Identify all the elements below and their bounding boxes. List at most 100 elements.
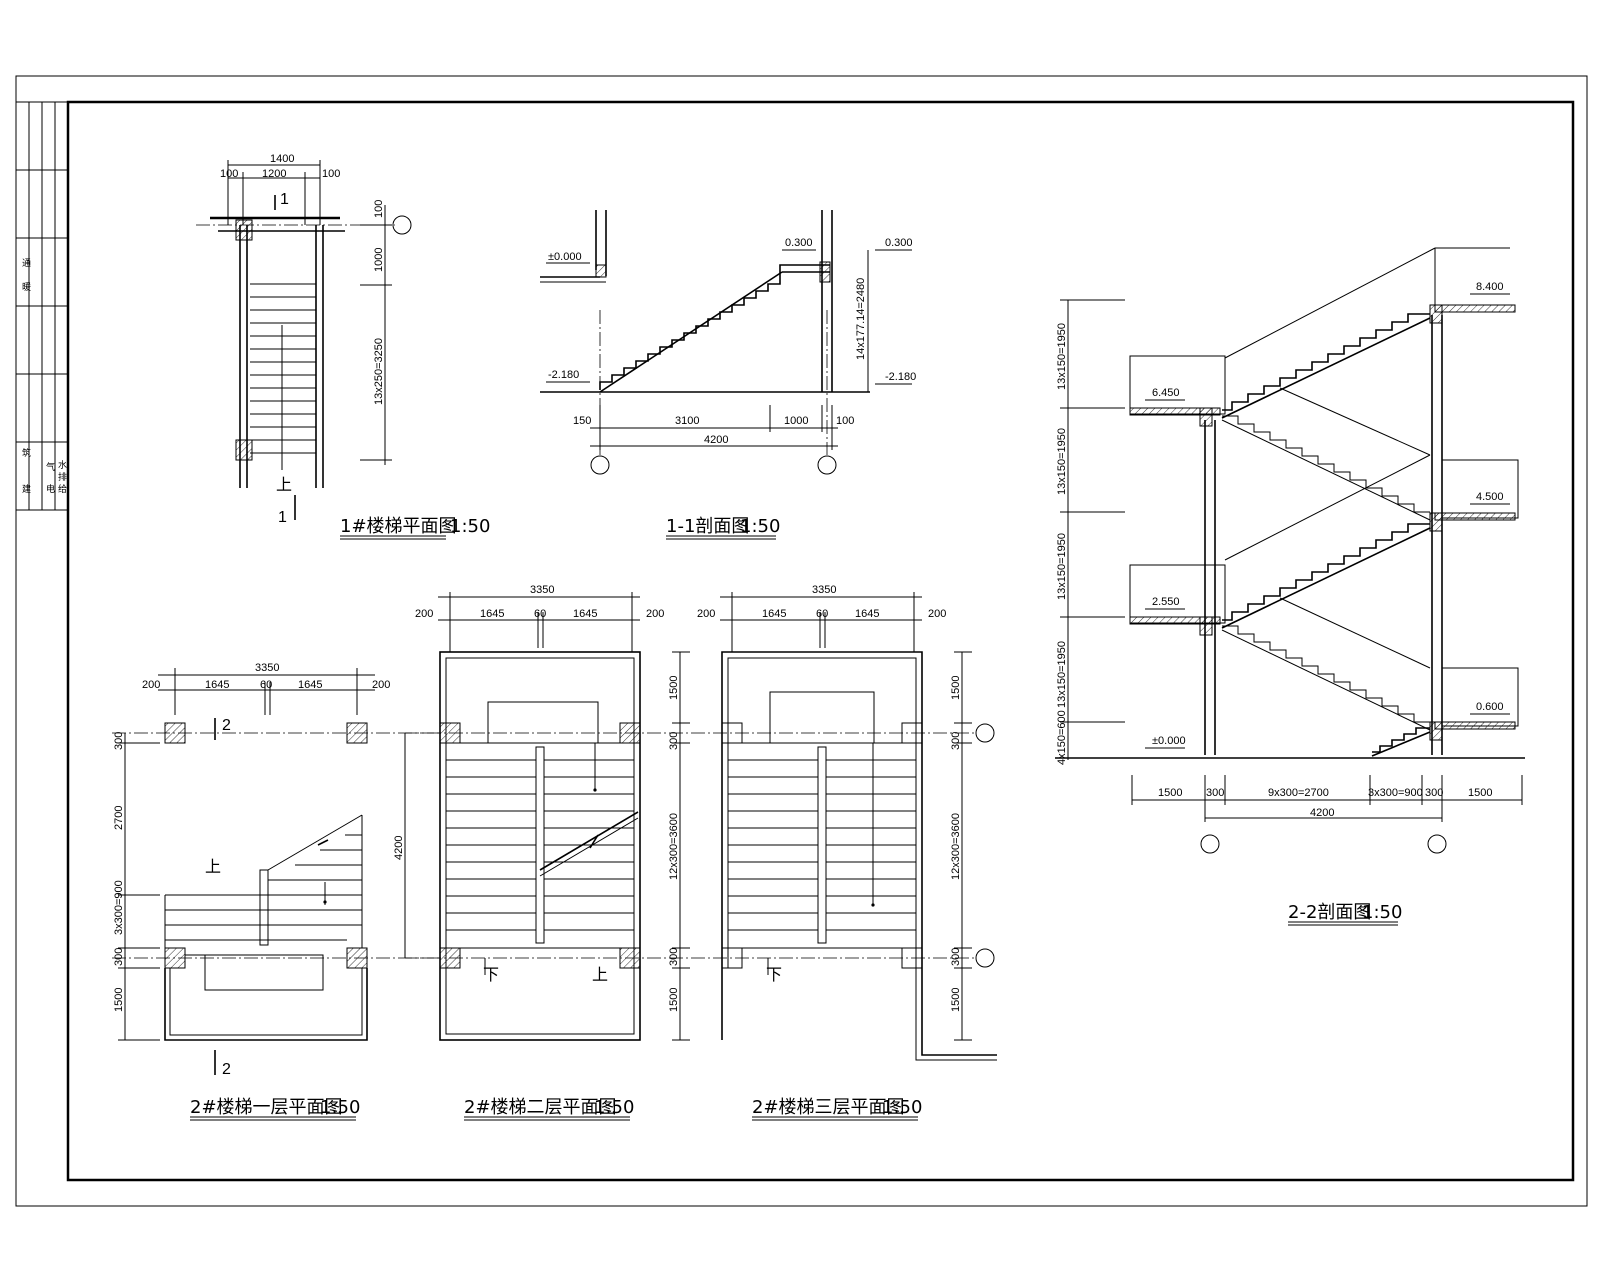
p21-title: 2#楼梯一层平面图 (190, 1097, 343, 1118)
p23-right-dim-1: 1500 (950, 676, 962, 700)
s22-level-5: 0.600 (1476, 701, 1504, 713)
s22-level-1: 8.400 (1476, 281, 1504, 293)
plan1-section-mark-bottom: 1 (278, 509, 287, 526)
titleblock-label-6: 气 (46, 461, 55, 472)
p23-right-dim-3: 12x300=3600 (950, 813, 962, 880)
p22-down-label: 下 (483, 967, 499, 984)
titleblock-label-2: 通 (22, 258, 31, 268)
p21-top-dim-4: 1645 (298, 679, 322, 691)
s22-bdim-1: 1500 (1158, 787, 1182, 799)
p22-right-dim-2: 300 (668, 732, 680, 750)
s11-vertical-dim: 14x177.14=2480 (855, 278, 867, 360)
stair-2-floor-2-plan: 3350 200 1645 60 1645 200 (405, 584, 975, 1121)
p22-scale: 1:50 (594, 1097, 634, 1118)
titleblock-label-1: 暖 (22, 281, 31, 292)
sheet-border (15, 75, 1588, 1207)
s11-dim-b: 3100 (675, 415, 699, 427)
p23-right-dim-2: 300 (950, 732, 962, 750)
p21-top-dim-5: 200 (372, 679, 390, 691)
s22-vdim-3: 13x150=1950 (1056, 533, 1068, 600)
p22-top-dim-1: 200 (415, 608, 433, 620)
s11-level-mid-top: 0.300 (785, 237, 813, 249)
s11-dim-d: 100 (836, 415, 854, 427)
s22-vdim-2: 13x150=1950 (1056, 428, 1068, 495)
p22-right-dim-1: 1500 (668, 676, 680, 700)
s11-level-right-top: 0.300 (885, 237, 913, 249)
s22-bdim-total: 4200 (1310, 807, 1334, 819)
p21-section-mark-top: 2 (222, 717, 231, 734)
plan1-dim-top: 100 (373, 200, 385, 218)
p23-scale: 1:50 (882, 1097, 922, 1118)
s22-level-6: ±0.000 (1152, 735, 1186, 747)
titleblock-label-9: 水 (58, 459, 67, 470)
plan1-dim-left: 100 (220, 168, 238, 180)
p21-left-dim-5: 1500 (113, 988, 125, 1012)
titleblock-label-7: 给 (58, 483, 67, 494)
s22-vdim-1: 13x150=1950 (1056, 323, 1068, 390)
s22-scale: 1:50 (1362, 902, 1402, 923)
p22-top-total: 3350 (530, 584, 554, 596)
s22-level-3: 4.500 (1476, 491, 1504, 503)
s11-level-right-bottom: -2.180 (885, 371, 916, 383)
s11-title: 1-1剖面图 (666, 516, 749, 537)
p21-right-dim: 4200 (393, 836, 405, 860)
plan1-treads (250, 283, 316, 454)
plan1-dim-mid: 1200 (262, 168, 286, 180)
plan1-dim-right: 100 (322, 168, 340, 180)
p21-left-dim-2: 2700 (113, 806, 125, 830)
p21-top-dim-2: 1645 (205, 679, 229, 691)
s22-bdim-5: 300 (1425, 787, 1443, 799)
titleblock-label-3: 建 (22, 483, 31, 494)
plan1-dim-run: 13x250=3250 (373, 338, 385, 405)
p23-right-dim-4: 300 (950, 948, 962, 966)
p22-right-dim-3: 12x300=3600 (668, 813, 680, 880)
s22-title: 2-2剖面图 (1288, 902, 1371, 923)
p23-title: 2#楼梯三层平面图 (752, 1097, 905, 1118)
plan1-up-label: 上 (276, 476, 292, 494)
p23-top-dim-4: 1645 (855, 608, 879, 620)
p21-top-total: 3350 (255, 662, 279, 674)
titleblock-label-4: 筑 (22, 447, 31, 458)
section-1-1: ±0.000 -2.180 0.300 0.300 -2.180 14x177.… (540, 210, 916, 540)
plan1-dim-total: 1400 (270, 153, 294, 165)
p22-top-dim-4: 1645 (573, 608, 597, 620)
p23-top-dim-2: 1645 (762, 608, 786, 620)
p21-top-dim-1: 200 (142, 679, 160, 691)
s22-bdim-4: 3x300=900 (1368, 787, 1423, 799)
titleblock-label-8: 排 (58, 471, 67, 482)
p23-top-dim-5: 200 (928, 608, 946, 620)
p23-down-label: 下 (766, 967, 782, 984)
p21-left-dim-4: 300 (113, 948, 125, 966)
title-block: 暖 通 建 筑 电 气 给 排 水 (15, 101, 69, 511)
s22-bdim-6: 1500 (1468, 787, 1492, 799)
s22-bdim-3: 9x300=2700 (1268, 787, 1329, 799)
p21-left-dim-3: 3x300=900 (113, 880, 125, 935)
s11-level-left-bottom: -2.180 (548, 369, 579, 381)
s22-level-2: 6.450 (1152, 387, 1180, 399)
s11-level-left-top: ±0.000 (548, 251, 582, 263)
p22-right-dim-5: 1500 (668, 988, 680, 1012)
s22-vdim-5: 4x150=600 (1056, 710, 1068, 765)
p22-top-dim-2: 1645 (480, 608, 504, 620)
p22-top-dim-5: 200 (646, 608, 664, 620)
titleblock-label-5: 电 (46, 483, 55, 494)
s11-scale: 1:50 (740, 516, 780, 537)
p23-right-dim-5: 1500 (950, 988, 962, 1012)
p23-top-dim-1: 200 (697, 608, 715, 620)
s22-level-4: 2.550 (1152, 596, 1180, 608)
s11-dim-total: 4200 (704, 434, 728, 446)
p21-left-dim-1: 300 (113, 732, 125, 750)
stair-2-floor-1-plan: 3350 200 1645 60 1645 200 2 2 (112, 662, 440, 1121)
plan1-scale: 1:50 (450, 516, 490, 537)
s22-bdim-2: 300 (1206, 787, 1224, 799)
p22-top-dim-3: 60 (534, 608, 546, 620)
s11-dim-a: 150 (573, 415, 591, 427)
stair-1-plan: 1400 100 1200 100 1 (196, 153, 490, 540)
plan1-title: 1#楼梯平面图 (340, 516, 457, 537)
plan1-dim-landing: 1000 (373, 248, 385, 272)
s11-dim-c: 1000 (784, 415, 808, 427)
section-2-2: 8.400 6.450 4.500 2.550 0.600 ±0.000 13x… (1055, 247, 1525, 926)
p21-up-label: 上 (205, 858, 221, 876)
plan1-section-mark-top: 1 (280, 191, 289, 208)
